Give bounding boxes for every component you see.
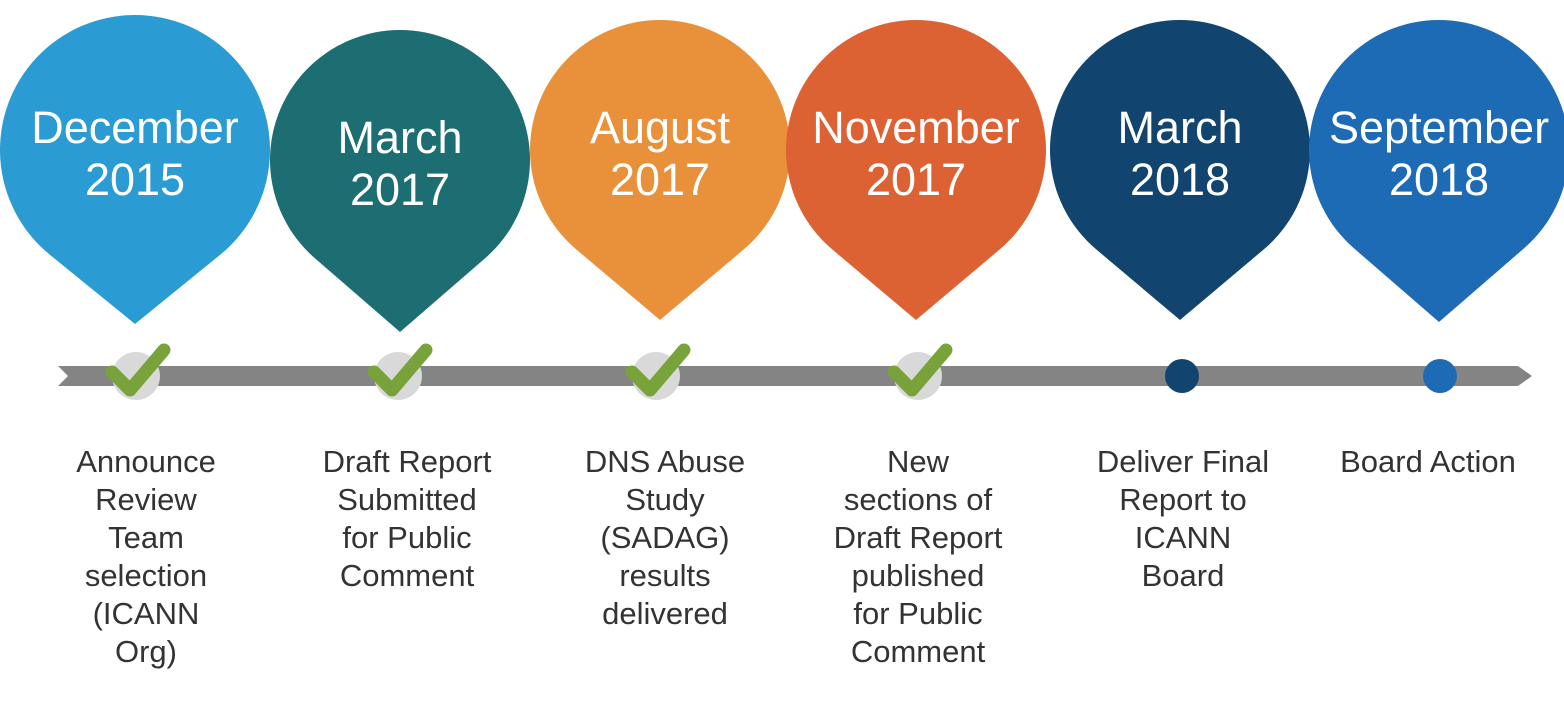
checkmark-icon: [625, 343, 691, 397]
milestone-pin-3: [529, 20, 790, 320]
milestone-description-5: Deliver Final Report to ICANN Board: [1096, 444, 1270, 593]
pin-year: 2017: [865, 154, 967, 205]
pin-year: 2017: [609, 154, 711, 205]
pin-month: September: [1328, 102, 1550, 153]
milestone-pin-1: [0, 14, 271, 324]
pin-label-1: December 2015: [15, 102, 255, 206]
pin-month: December: [31, 102, 239, 153]
milestone-description-1: Announce Review Team selection (ICANN Or…: [76, 444, 216, 669]
pin-year: 2018: [1129, 154, 1231, 205]
checkmark-icon: [887, 343, 953, 397]
checkmark-icon: [105, 343, 171, 397]
milestone-pin-6: [1309, 20, 1564, 322]
pin-month: November: [812, 102, 1020, 153]
milestone-description-2: Draft Report Submitted for Public Commen…: [322, 444, 492, 593]
dot-icon: [1165, 359, 1199, 393]
pin-label-4: November 2017: [796, 102, 1036, 206]
checkmark-icon: [367, 343, 433, 397]
pin-year: 2015: [84, 154, 186, 205]
pin-month: August: [589, 102, 731, 153]
pin-year: 2017: [349, 164, 451, 215]
pin-label-5: March 2018: [1060, 102, 1300, 206]
pin-label-3: August 2017: [540, 102, 780, 206]
milestone-description-6: Board Action: [1340, 444, 1516, 479]
milestone-pin-5: [1050, 19, 1310, 320]
timeline-axis: [58, 366, 1532, 386]
milestone-pin-2: [270, 30, 531, 332]
pin-year: 2018: [1388, 154, 1490, 205]
milestone-pin-4: [786, 20, 1046, 320]
pin-label-2: March 2017: [280, 112, 520, 216]
milestone-description-4: New sections of Draft Report published f…: [833, 444, 1003, 669]
pin-label-6: September 2018: [1319, 102, 1559, 206]
pin-month: March: [337, 112, 463, 163]
dot-icon: [1423, 359, 1457, 393]
pin-month: March: [1117, 102, 1243, 153]
milestone-description-3: DNS Abuse Study (SADAG) results delivere…: [584, 444, 746, 631]
